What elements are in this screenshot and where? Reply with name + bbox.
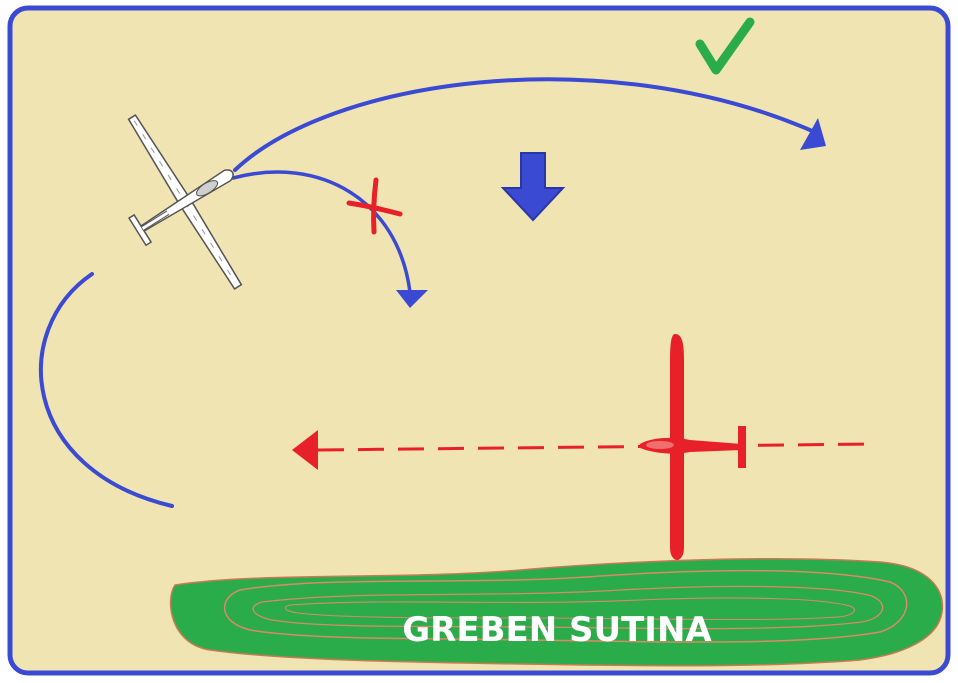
red-glider-tail [738, 426, 746, 468]
ridge-contour [284, 597, 855, 621]
rejected-straight-arrowhead [292, 430, 318, 470]
rejected-straight-line [317, 442, 876, 452]
ridge-shape [169, 557, 944, 667]
checkmark-icon [695, 17, 755, 75]
approved-route-line [233, 77, 812, 172]
ridge-contour [223, 569, 908, 643]
rejected-straight-route [292, 430, 876, 470]
rejected-route-arrowhead [396, 290, 428, 308]
rejected-route-line [231, 170, 412, 294]
glider-tail [127, 213, 153, 247]
rejected-route [231, 170, 428, 308]
white-glider [127, 114, 243, 290]
ridge-label: GREBEN SUTINA [402, 610, 712, 650]
red-glider [640, 334, 746, 560]
ridge-area: GREBEN SUTINA [169, 557, 944, 667]
turn-arc [38, 272, 174, 508]
down-arrow-icon [500, 152, 566, 222]
approved-route [233, 77, 826, 172]
cross-icon [346, 177, 403, 235]
ridge-contour [252, 585, 884, 630]
approved-route-arrowhead [800, 118, 826, 150]
